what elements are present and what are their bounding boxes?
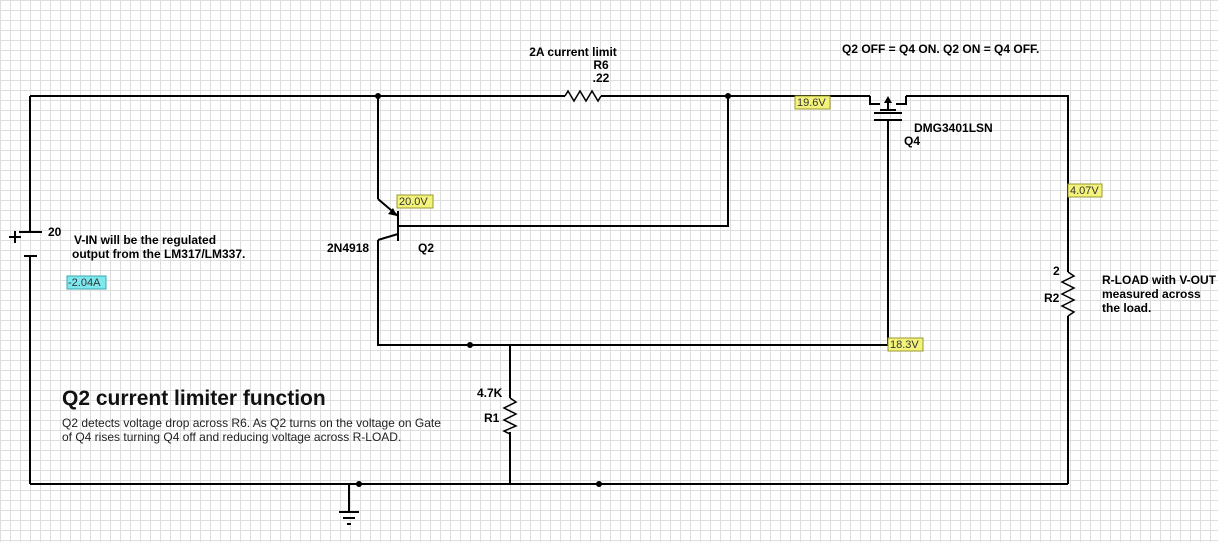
junction-dot	[596, 481, 602, 487]
vin-note-line1: V-IN will be the regulated	[74, 233, 216, 247]
r6-name: R6	[593, 58, 609, 72]
q4-note: Q2 OFF = Q4 ON. Q2 ON = Q4 OFF.	[842, 42, 1039, 56]
load-note-line2: measured across	[1102, 287, 1201, 301]
resistor-r1[interactable]	[502, 397, 518, 435]
r1-name: R1	[484, 411, 500, 425]
q4-name: Q4	[904, 134, 920, 148]
junction-dot	[725, 93, 731, 99]
voltage-probe-r6-out[interactable]: 19.6V	[794, 95, 831, 110]
vin-value: 20	[48, 225, 62, 239]
ground-symbol	[339, 511, 359, 525]
junctions	[356, 93, 731, 487]
wires	[29, 95, 1069, 512]
description-line1: Q2 detects voltage drop across R6. As Q2…	[62, 416, 441, 430]
resistor-r6[interactable]	[564, 89, 602, 103]
wire-sense	[398, 96, 729, 227]
r6-note: 2A current limit	[529, 45, 617, 59]
load-note-line3: the load.	[1102, 301, 1151, 315]
wire-q2-collector	[377, 240, 888, 346]
load-note-line1: R-LOAD with V-OUT	[1102, 273, 1217, 287]
svg-text:18.3V: 18.3V	[890, 339, 919, 351]
q2-name: Q2	[418, 241, 434, 255]
junction-dot	[356, 481, 362, 487]
voltage-probe-gate[interactable]: 18.3V	[887, 337, 924, 352]
svg-text:19.6V: 19.6V	[797, 97, 826, 109]
r6-value: .22	[593, 71, 610, 85]
battery-vin[interactable]	[9, 231, 42, 257]
svg-text:4.07V: 4.07V	[1070, 185, 1099, 197]
voltage-probe-q2[interactable]: 20.0V	[396, 194, 434, 209]
current-probe-source[interactable]: -2.04A	[66, 275, 107, 290]
junction-dot	[375, 93, 381, 99]
resistor-r2-load[interactable]	[1060, 271, 1076, 317]
wire-top-right	[906, 95, 1069, 272]
r2-value: 2	[1053, 264, 1060, 278]
pnp-q2[interactable]	[377, 198, 399, 241]
description-line2: of Q4 rises turning Q4 off and reducing …	[62, 430, 401, 444]
junction-dot	[467, 342, 473, 348]
pmos-q4[interactable]	[869, 96, 907, 125]
voltage-probe-load[interactable]: 4.07V	[1067, 183, 1103, 198]
r2-name: R2	[1044, 291, 1060, 305]
svg-text:-2.04A: -2.04A	[68, 277, 101, 289]
description-title: Q2 current limiter function	[62, 387, 326, 410]
svg-text:20.0V: 20.0V	[399, 196, 428, 208]
vin-note-line2: output from the LM317/LM337.	[72, 247, 245, 261]
r1-value: 4.7K	[477, 386, 503, 400]
q4-part: DMG3401LSN	[914, 121, 993, 135]
q2-part: 2N4918	[327, 241, 369, 255]
